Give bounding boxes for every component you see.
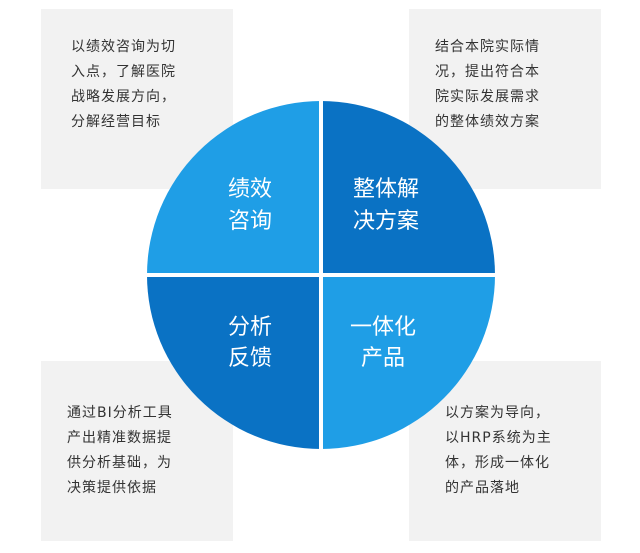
card-top-right: 结合本院实际情 况，提出符合本 院实际发展需求 的整体绩效方案 <box>409 9 601 189</box>
quadrant-bottom-right-line2: 产品 <box>361 346 405 371</box>
card-top-left: 以绩效咨询为切 入点，了解医院 战略发展方向， 分解经营目标 <box>41 9 233 189</box>
card-top-left-text: 以绩效咨询为切 入点，了解医院 战略发展方向， 分解经营目标 <box>71 39 176 130</box>
quadrant-top-left-line1: 绩效 <box>228 177 272 202</box>
card-bottom-left-text: 通过BI分析工具 产出精准数据提 供分析基础，为 决策提供依据 <box>67 405 173 496</box>
quadrant-top-left <box>147 101 321 275</box>
quadrant-bottom-left-line2: 反馈 <box>228 346 272 371</box>
quadrant-bottom-right <box>321 275 495 449</box>
quadrant-top-left-line2: 咨询 <box>228 209 272 234</box>
quadrant-bottom-right-line1: 一体化 <box>350 315 416 340</box>
card-top-right-text: 结合本院实际情 况，提出符合本 院实际发展需求 的整体绩效方案 <box>435 39 540 130</box>
quadrant-top-right-line1: 整体解 <box>353 177 419 202</box>
quadrant-top-right-line2: 决方案 <box>353 209 419 234</box>
quadrant-bottom-left-line1: 分析 <box>228 315 272 340</box>
quadrant-top-right <box>321 101 495 275</box>
card-bottom-right-text: 以方案为导向， 以HRP系统为主 体，形成一体化 的产品落地 <box>445 405 552 496</box>
quadrant-bottom-left <box>147 275 321 449</box>
